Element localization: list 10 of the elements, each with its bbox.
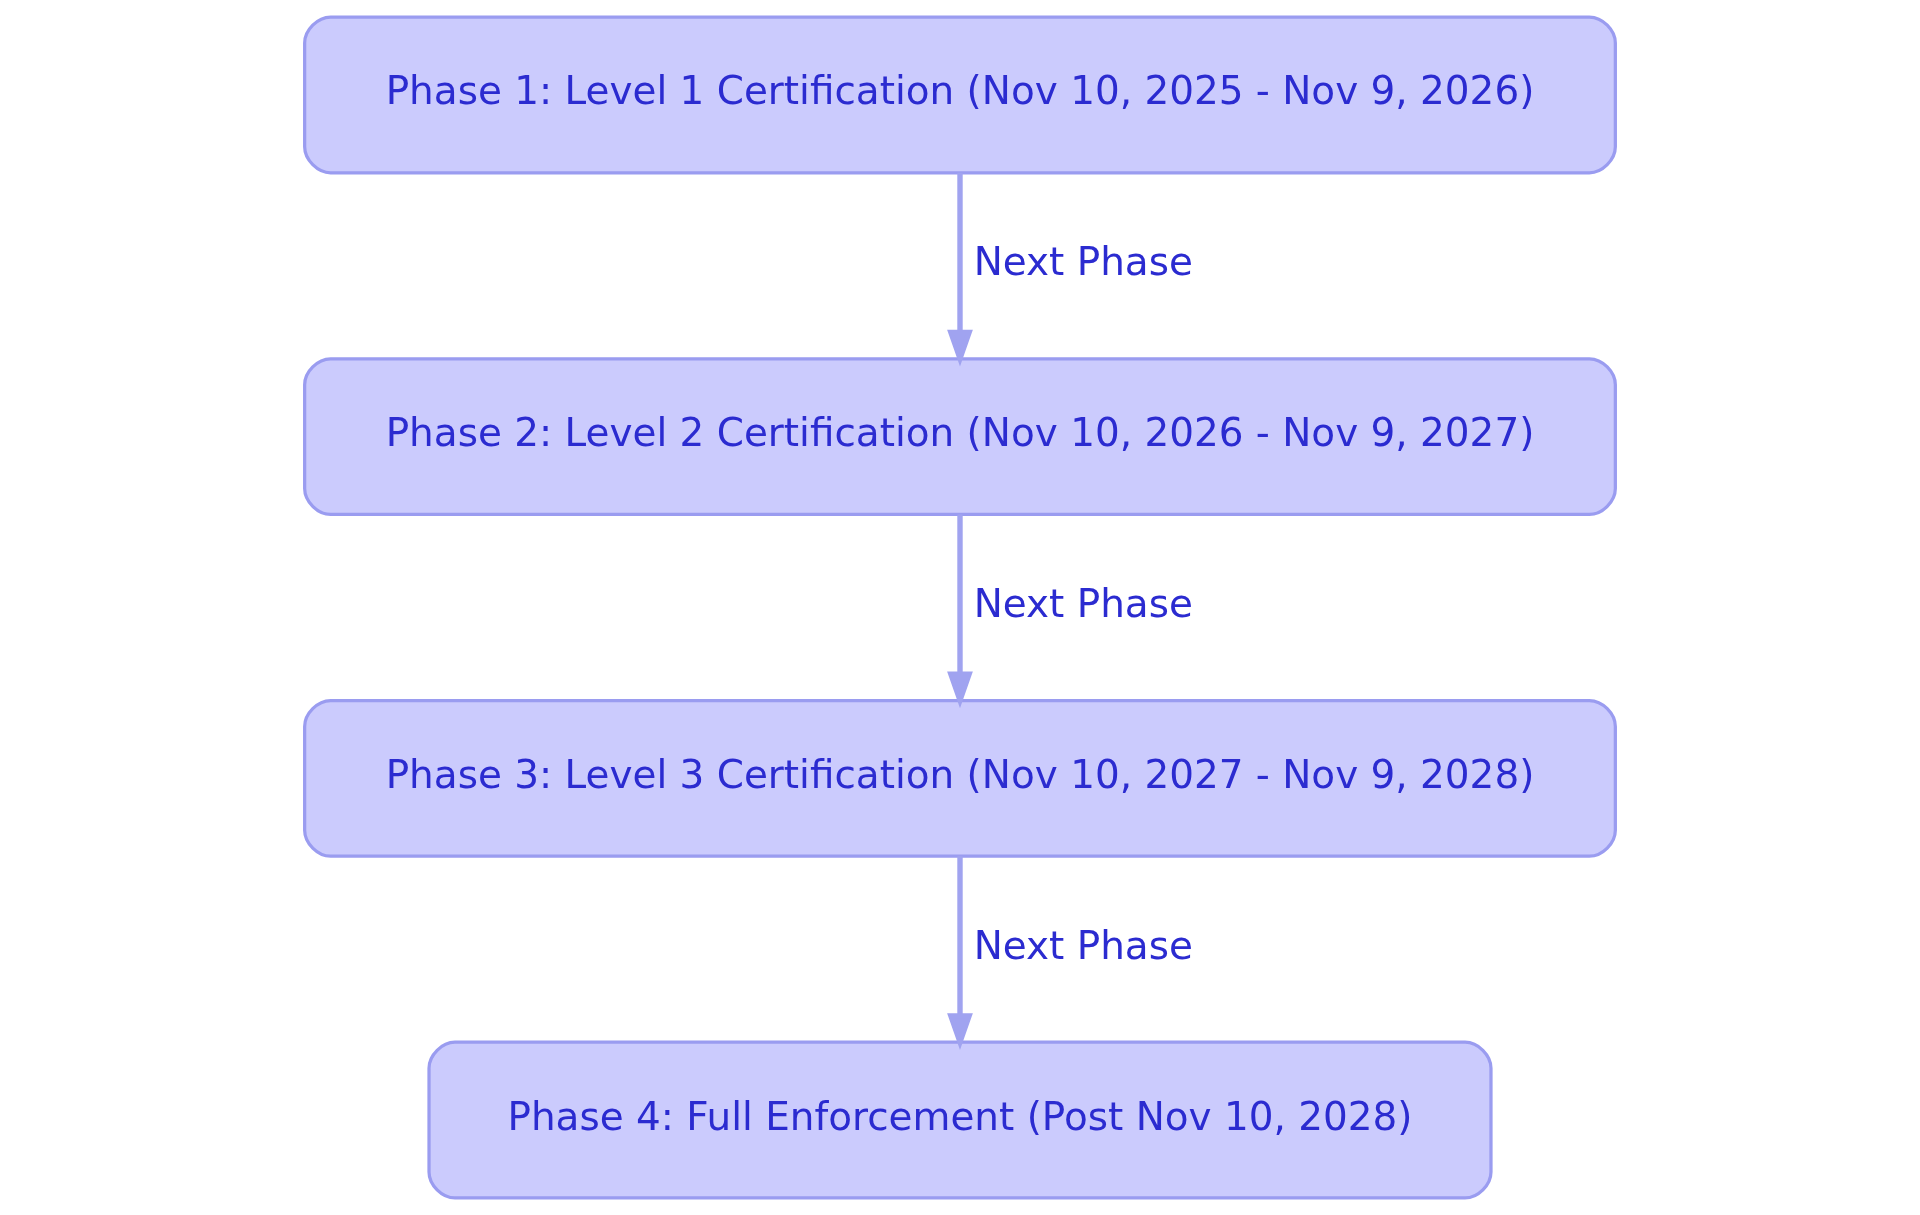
edge-label: Next Phase — [973, 239, 1193, 285]
node-box: Phase 2: Level 2 Certification (Nov 10, 2026 - Nov 9, 2027) — [303, 357, 1617, 517]
node-box: Phase 3: Level 3 Certification (Nov 10, 2027 - Nov 9, 2028) — [303, 698, 1617, 858]
arrow — [947, 856, 973, 1051]
node-box: Phase 1: Level 1 Certification (Nov 10, 2025 - Nov 9, 2026) — [303, 15, 1617, 175]
edge-label: Next Phase — [973, 922, 1193, 968]
node-box: Phase 4: Full Enforcement (Post Nov 10, 2028) — [427, 1040, 1493, 1200]
edge-label: Next Phase — [973, 581, 1193, 627]
arrow — [947, 172, 973, 367]
arrow — [947, 514, 973, 709]
